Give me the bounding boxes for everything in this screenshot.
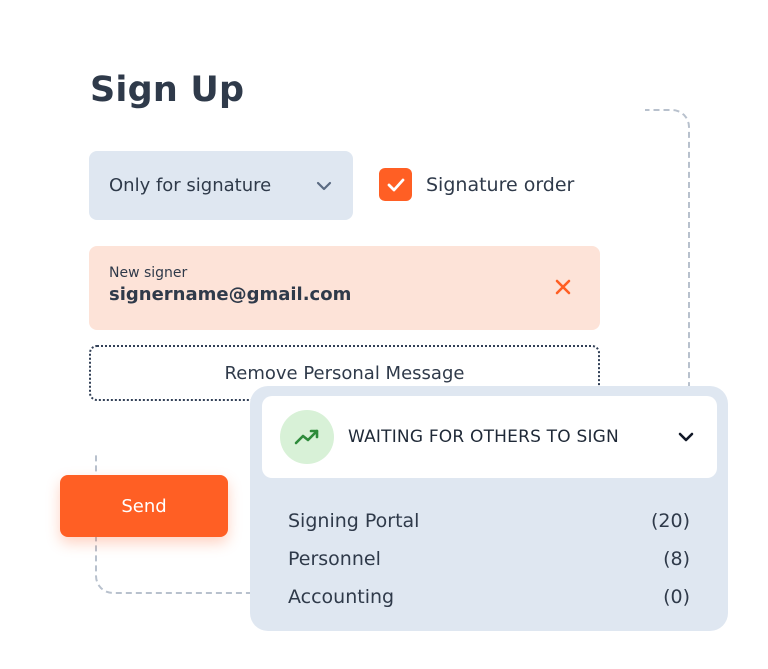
status-list: Signing Portal (20) Personnel (8) Accoun… xyxy=(288,502,690,616)
signature-type-value: Only for signature xyxy=(109,175,272,196)
signature-order-label: Signature order xyxy=(426,173,575,196)
status-item-label: Signing Portal xyxy=(288,510,420,532)
chevron-down-icon xyxy=(677,428,695,446)
status-item-count: (8) xyxy=(663,548,690,570)
signer-card: New signer signername@gmail.com xyxy=(89,246,600,330)
status-item-label: Accounting xyxy=(288,586,395,608)
status-item-count: (20) xyxy=(650,510,690,532)
status-item-accounting[interactable]: Accounting (0) xyxy=(288,578,690,616)
signer-email: signername@gmail.com xyxy=(109,284,352,305)
status-item-personnel[interactable]: Personnel (8) xyxy=(288,540,690,578)
waiting-status-panel: WAITING FOR OTHERS TO SIGN Signing Porta… xyxy=(250,386,728,631)
trending-up-icon xyxy=(280,410,334,464)
status-item-label: Personnel xyxy=(288,548,381,570)
signature-order-control[interactable]: Signature order xyxy=(379,168,574,201)
waiting-status-title: WAITING FOR OTHERS TO SIGN xyxy=(348,427,619,447)
send-button[interactable]: Send xyxy=(60,475,228,537)
check-icon xyxy=(387,178,404,191)
signature-order-checkbox[interactable] xyxy=(379,168,412,201)
status-item-count: (0) xyxy=(663,586,690,608)
chevron-down-icon xyxy=(315,177,333,195)
signer-caption: New signer xyxy=(109,265,188,281)
status-item-signing-portal[interactable]: Signing Portal (20) xyxy=(288,502,690,540)
page-title: Sign Up xyxy=(90,70,245,110)
waiting-status-dropdown[interactable]: WAITING FOR OTHERS TO SIGN xyxy=(262,396,717,478)
close-icon[interactable] xyxy=(552,276,574,298)
signature-type-select[interactable]: Only for signature xyxy=(89,151,353,220)
frame-mask-top xyxy=(80,100,645,120)
